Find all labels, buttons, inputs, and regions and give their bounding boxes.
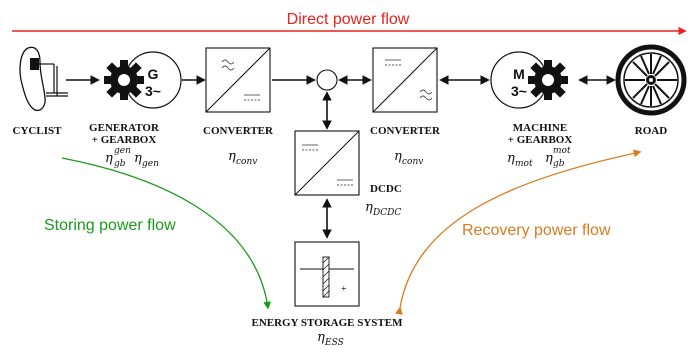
- generator-block: G 3~: [104, 51, 182, 109]
- ess-efficiency: η ESS: [317, 330, 344, 348]
- pedal-icon: [19, 46, 68, 112]
- svg-text:η: η: [365, 200, 373, 215]
- svg-text:+: +: [341, 284, 347, 295]
- svg-text:η: η: [134, 151, 142, 166]
- svg-text:gen: gen: [142, 159, 159, 169]
- dc-bus-node: [316, 69, 338, 91]
- svg-text:conv: conv: [236, 157, 257, 167]
- svg-text:η: η: [507, 151, 515, 166]
- svg-text:DCDC: DCDC: [372, 208, 401, 218]
- machine-efficiency: η mot η mot gb: [507, 146, 571, 169]
- machine-phase: 3~: [511, 83, 527, 99]
- svg-text:gen: gen: [114, 146, 131, 156]
- road-label: ROAD: [635, 125, 667, 137]
- machine-block: M 3~: [490, 51, 568, 109]
- dcdc-block: [294, 130, 360, 196]
- svg-text:mot: mot: [515, 159, 533, 169]
- converter-1-efficiency: η conv: [228, 149, 257, 167]
- converter-2-label: CONVERTER: [370, 125, 441, 137]
- storing-flow-arrow: [61, 157, 271, 310]
- ess-block: +: [294, 241, 360, 307]
- gear-icon: [528, 60, 568, 100]
- converter-1-block: [205, 47, 271, 113]
- generator-efficiency: η gen gb η gen: [105, 146, 159, 169]
- generator-phase: 3~: [145, 83, 161, 99]
- svg-text:η: η: [545, 151, 553, 166]
- gear-icon: [104, 60, 144, 100]
- svg-text:mot: mot: [553, 146, 571, 156]
- svg-text:gb: gb: [114, 159, 126, 169]
- dcdc-efficiency: η DCDC: [365, 200, 401, 218]
- wheel-icon: [615, 44, 687, 116]
- ac-wave-icon: [221, 59, 235, 71]
- ac-wave-icon: [419, 89, 433, 101]
- svg-text:ESS: ESS: [324, 338, 344, 347]
- svg-text:η: η: [105, 151, 113, 166]
- machine-label: MACHINE: [513, 122, 567, 134]
- machine-letter: M: [513, 66, 525, 82]
- converter-2-block: [372, 47, 438, 113]
- dcdc-label: DCDC: [370, 183, 402, 195]
- recovery-flow-arrow: [395, 149, 642, 315]
- recovery-flow-label: Recovery power flow: [462, 222, 611, 239]
- svg-text:conv: conv: [402, 157, 423, 167]
- converter-1-label: CONVERTER: [203, 125, 274, 137]
- converter-2-efficiency: η conv: [394, 149, 423, 167]
- machine-label-2: + GEARBOX: [508, 134, 573, 146]
- cyclist-label: CYCLIST: [13, 125, 63, 137]
- storing-flow-label: Storing power flow: [44, 217, 176, 234]
- svg-text:η: η: [317, 330, 325, 345]
- svg-text:gb: gb: [553, 159, 565, 169]
- generator-label: GENERATOR: [89, 122, 160, 134]
- svg-text:η: η: [228, 149, 236, 164]
- ess-label: ENERGY STORAGE SYSTEM: [252, 317, 404, 329]
- direct-flow-label: Direct power flow: [287, 11, 410, 28]
- generator-label-2: + GEARBOX: [92, 134, 157, 146]
- generator-letter: G: [148, 66, 159, 82]
- svg-text:η: η: [394, 149, 402, 164]
- battery-icon: +: [300, 256, 354, 298]
